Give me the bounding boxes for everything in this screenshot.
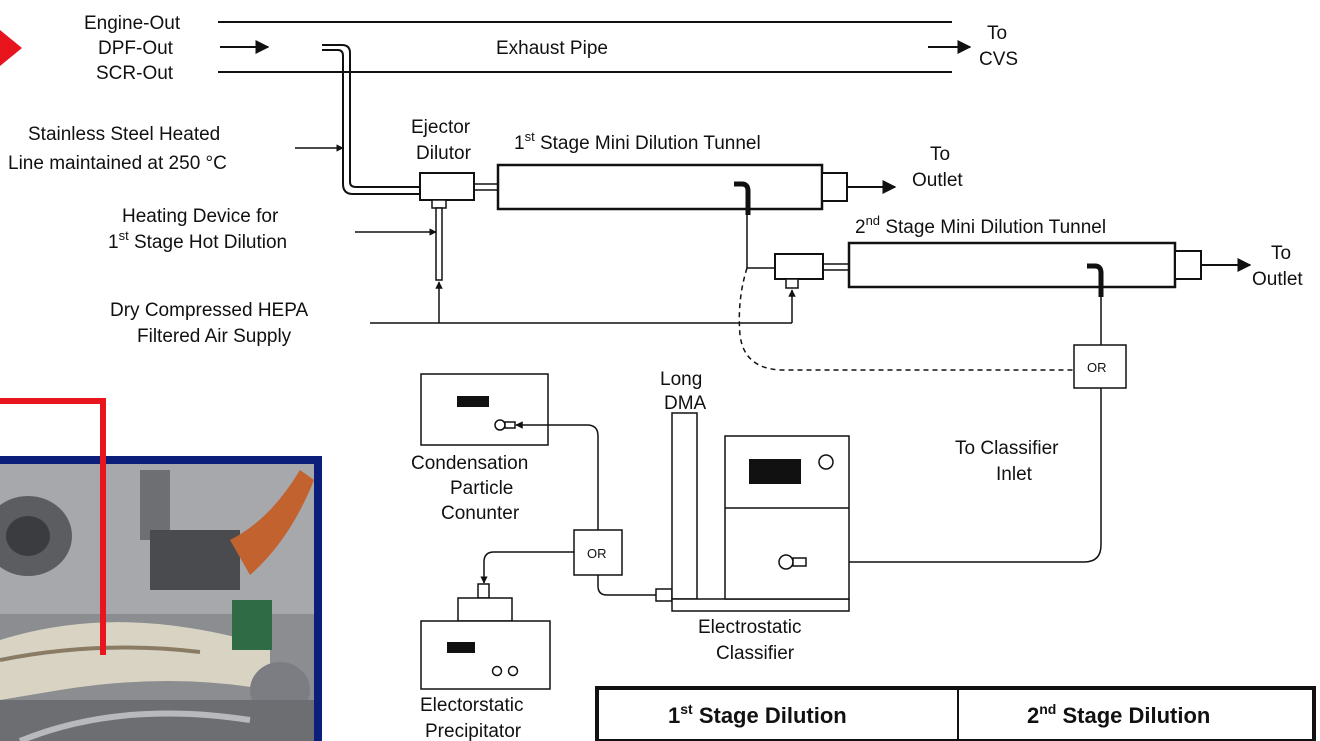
label-ejector-1: Ejector — [411, 117, 471, 138]
long-dma-column — [671, 412, 698, 600]
red-highlight-line — [0, 398, 106, 655]
table-cell-stage1: 1st Stage Dilution — [668, 701, 847, 728]
label-to-outlet1-2: Outlet — [912, 170, 963, 191]
label-to-cvs-2: CVS — [979, 49, 1018, 70]
label-stage2-tunnel: 2nd Stage Mini Dilution Tunnel — [855, 213, 1106, 238]
label-cpc-3: Conunter — [441, 503, 520, 524]
label-cpc-1: Condensation — [411, 453, 528, 474]
stage2-probe — [1087, 263, 1104, 297]
label-heating-1: Heating Device for — [122, 206, 279, 227]
label-classifier-1: Electrostatic — [698, 617, 801, 638]
label-exhaust-pipe: Exhaust Pipe — [496, 38, 608, 59]
stage2-ejector — [774, 253, 824, 280]
label-heating-2: 1st Stage Hot Dilution — [108, 228, 287, 253]
label-classifier-2: Classifier — [716, 643, 795, 664]
label-long-dma-1: Long — [660, 369, 702, 390]
label-scr-out: SCR-Out — [96, 63, 174, 84]
red-pointer-arrow — [0, 30, 22, 66]
stage1-tunnel — [496, 163, 824, 211]
label-air-1: Dry Compressed HEPA — [110, 300, 308, 321]
precipitator-device — [420, 620, 551, 690]
label-cpc-2: Particle — [450, 478, 513, 499]
label-to-classifier-2: Inlet — [996, 464, 1033, 485]
label-to-classifier-1: To Classifier — [955, 438, 1059, 459]
label-engine-out: Engine-Out — [84, 13, 181, 34]
label-or-right: OR — [1087, 360, 1107, 375]
table-cell-stage2: 2nd Stage Dilution — [1027, 701, 1210, 728]
dilution-table — [595, 686, 1316, 741]
label-or-left: OR — [587, 546, 607, 561]
label-to-outlet2-1: To — [1271, 243, 1291, 264]
label-to-cvs-1: To — [987, 23, 1007, 44]
label-precip-2: Precipitator — [425, 721, 522, 741]
label-precip-1: Electorstatic — [420, 695, 523, 716]
label-stage1-tunnel: 1st Stage Mini Dilution Tunnel — [514, 129, 761, 154]
label-ejector-2: Dilutor — [416, 143, 472, 164]
or-switch-right — [1073, 344, 1127, 389]
label-heated-line-2: Line maintained at 250 °C — [8, 153, 227, 174]
label-to-outlet1-1: To — [930, 144, 950, 165]
cpc-device — [420, 373, 549, 446]
label-heated-line-1: Stainless Steel Heated — [28, 124, 220, 145]
engine-photo — [0, 456, 322, 741]
stage1-probe — [734, 181, 751, 215]
label-long-dma-2: DMA — [664, 393, 707, 414]
ejector-dilutor — [419, 172, 475, 201]
stage2-tunnel — [847, 241, 1177, 289]
label-to-outlet2-2: Outlet — [1252, 269, 1303, 290]
label-air-2: Filtered Air Supply — [137, 326, 292, 347]
heated-line — [322, 44, 420, 188]
label-dpf-out: DPF-Out — [98, 38, 174, 59]
or-switch-left — [573, 529, 623, 576]
heating-device — [435, 207, 443, 281]
